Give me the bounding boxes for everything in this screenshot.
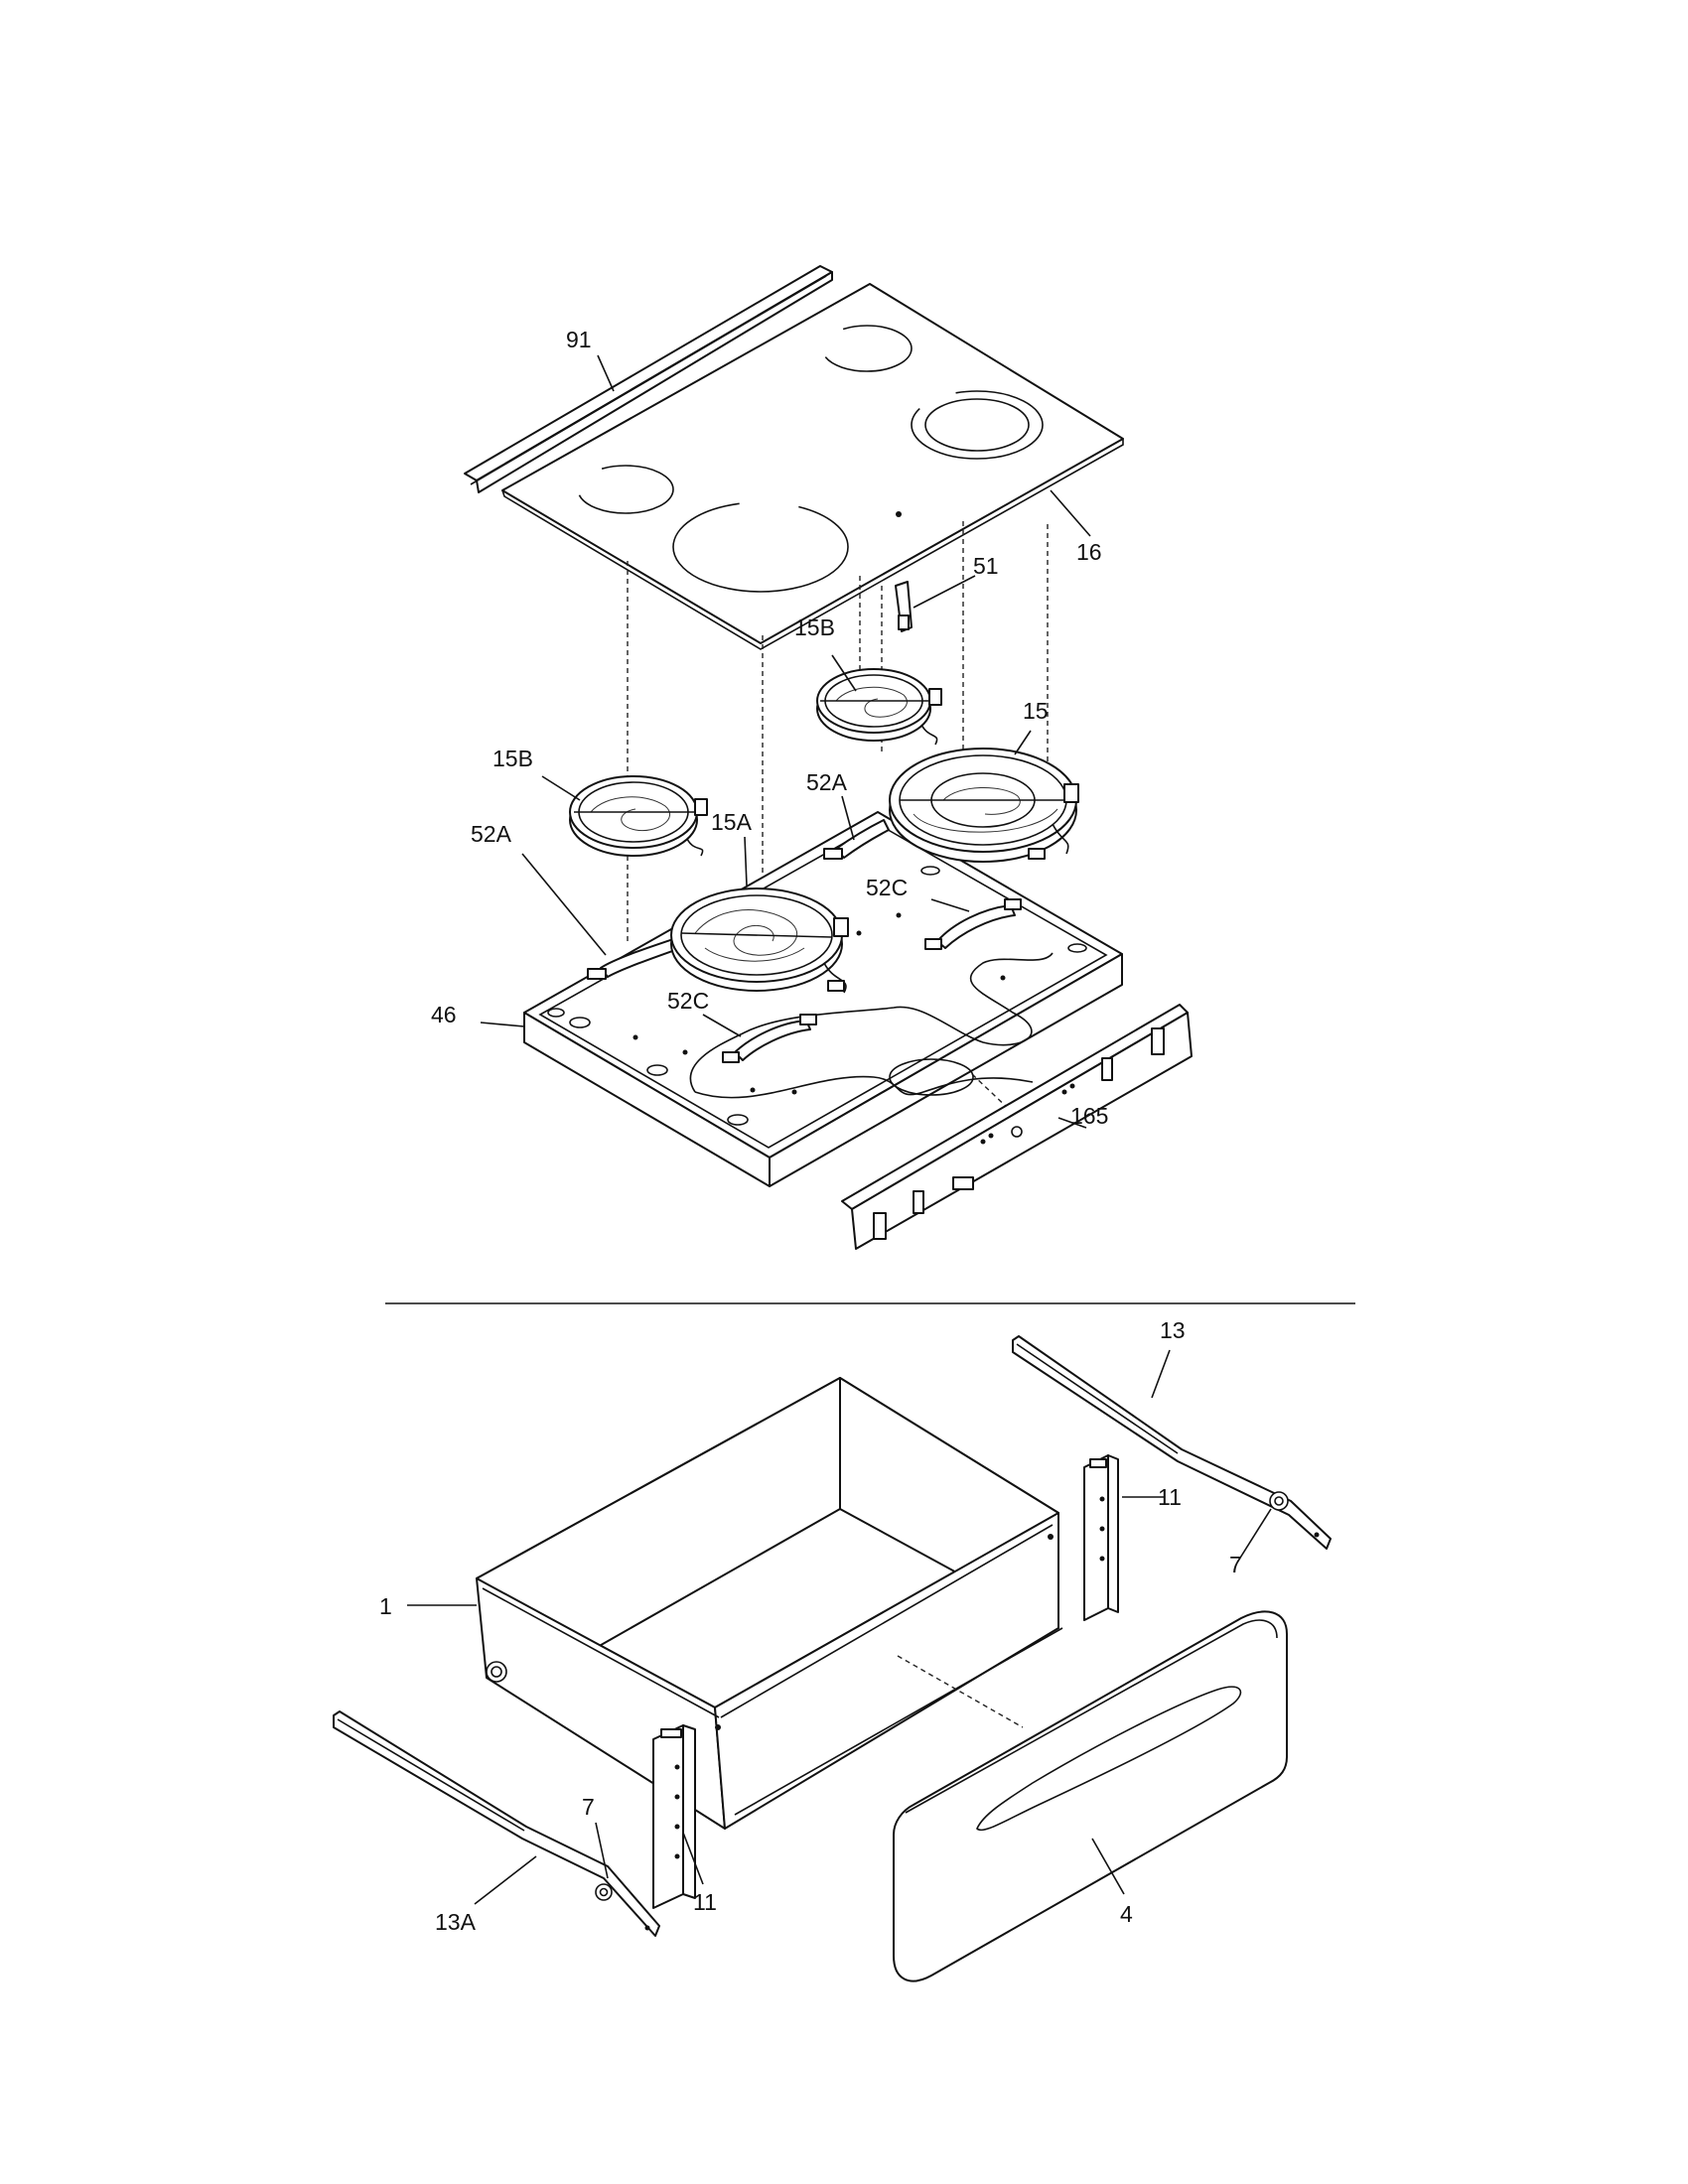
rail-13 xyxy=(1012,1335,1332,1550)
rail-13A xyxy=(333,1710,660,1937)
drawer-body-1 xyxy=(476,1377,1063,1830)
label-15B-left: 15B xyxy=(492,746,533,771)
part-labels: 91 16 51 15B 15 15B 52A 15A 52A 52C 52C … xyxy=(379,327,1242,1935)
label-13: 13 xyxy=(1160,1317,1186,1343)
element-15B-left xyxy=(569,775,708,857)
indicator-51 xyxy=(895,581,913,632)
bracket-52A-right xyxy=(823,819,890,860)
label-52C-right: 52C xyxy=(866,875,908,900)
label-15: 15 xyxy=(1023,698,1049,724)
label-91: 91 xyxy=(566,327,592,352)
label-4: 4 xyxy=(1120,1901,1133,1927)
label-52C-left: 52C xyxy=(667,988,709,1014)
label-52A-left: 52A xyxy=(471,821,512,847)
label-11-left: 11 xyxy=(693,1889,717,1915)
element-15 xyxy=(889,748,1079,863)
bracket-52C-right xyxy=(924,898,1022,950)
front-bracket-165 xyxy=(841,1004,1193,1250)
label-46: 46 xyxy=(431,1002,457,1027)
drawer-front-4 xyxy=(893,1610,1288,1982)
label-16: 16 xyxy=(1076,539,1102,565)
element-15A xyxy=(670,887,849,994)
slide-bracket-11-left xyxy=(652,1724,696,1909)
bracket-52C-left xyxy=(722,1014,817,1063)
label-52A-right: 52A xyxy=(806,769,848,795)
slide-bracket-11-right xyxy=(1083,1454,1119,1621)
element-15B-top xyxy=(816,668,942,746)
label-165: 165 xyxy=(1070,1103,1108,1129)
rear-trim-91 xyxy=(464,265,833,493)
label-7-right: 7 xyxy=(1229,1552,1242,1577)
glass-cooktop-16 xyxy=(501,283,1124,650)
label-1: 1 xyxy=(379,1593,392,1619)
label-15A: 15A xyxy=(711,809,753,835)
leader-lines xyxy=(407,354,1272,1905)
label-15B-top: 15B xyxy=(794,614,835,640)
label-7-left: 7 xyxy=(582,1794,595,1820)
label-13A: 13A xyxy=(435,1909,477,1935)
label-51: 51 xyxy=(973,553,999,579)
burner-box-46 xyxy=(523,811,1123,1187)
label-11-right: 11 xyxy=(1158,1484,1182,1510)
